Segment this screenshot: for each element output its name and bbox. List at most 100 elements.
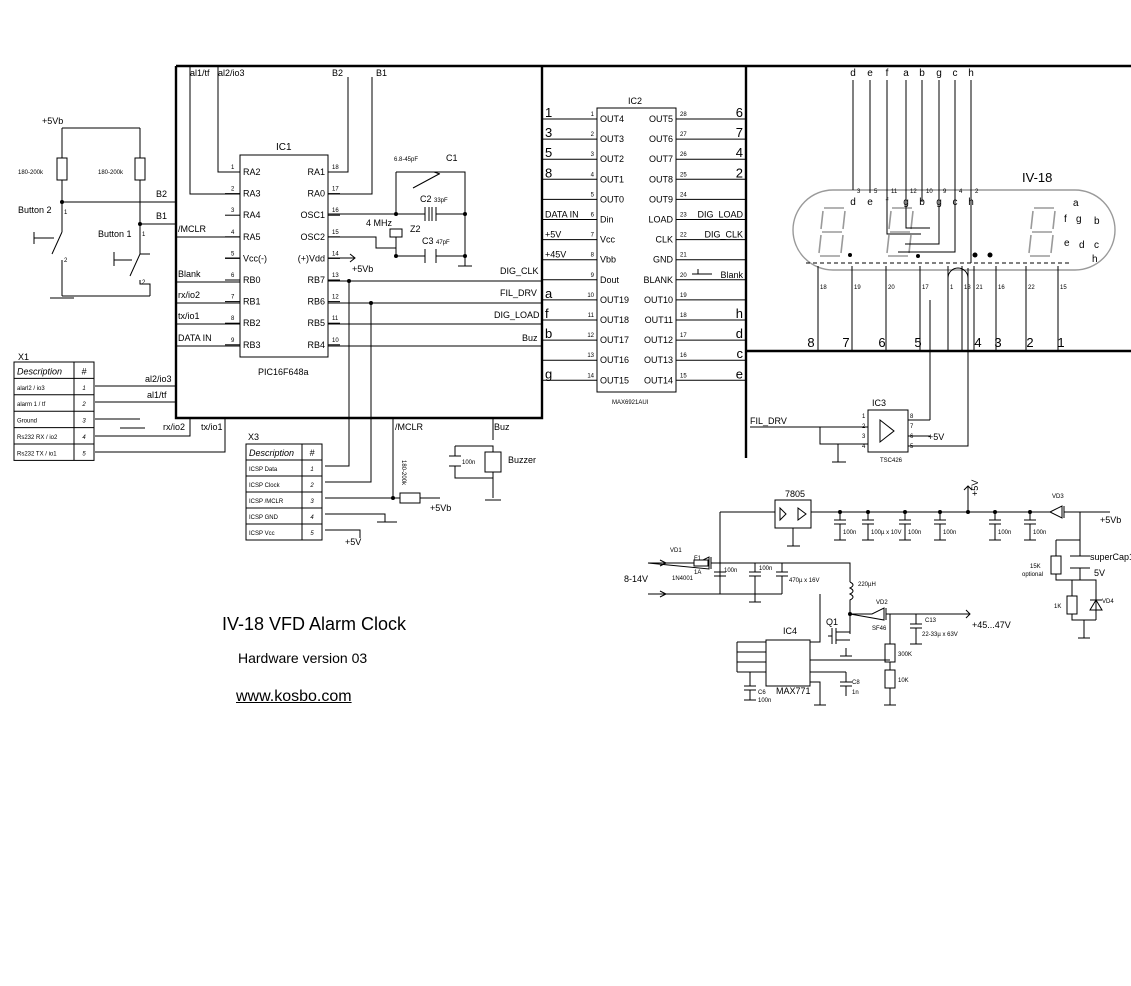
ic2-pin-num: 21 bbox=[680, 253, 687, 259]
ic1-part: PIC16F648a bbox=[258, 367, 309, 377]
tube-pin-bottom: 15 bbox=[1060, 285, 1067, 291]
ic2-pin-name: OUT11 bbox=[645, 315, 673, 325]
ic2-pin-name: OUT18 bbox=[600, 315, 629, 325]
ic2-pin-name: OUT4 bbox=[600, 114, 624, 124]
ic1-pin-num: 4 bbox=[231, 230, 235, 236]
tube-pin-bottom: 21 bbox=[976, 285, 983, 291]
ic1-pin-num: 3 bbox=[231, 208, 235, 214]
ic2-pin-name: OUT19 bbox=[600, 295, 629, 305]
tube-pin-bottom: 19 bbox=[854, 285, 861, 291]
reg-ref: 7805 bbox=[785, 489, 805, 499]
ic2-pin-net: DATA IN bbox=[545, 210, 579, 220]
r-1k: 1K bbox=[1054, 604, 1061, 610]
table-cell-desc: Ground bbox=[17, 419, 37, 425]
fuse-val: 1A bbox=[694, 570, 701, 576]
crystal-ref: Z2 bbox=[410, 224, 421, 234]
net-b2: B2 bbox=[156, 189, 167, 199]
reg-body bbox=[774, 499, 812, 529]
tube-pin-bottom: 18 bbox=[820, 285, 827, 291]
tube-right-seg: h bbox=[1092, 254, 1098, 265]
net-b1: B1 bbox=[156, 211, 167, 221]
vd2: VD2 bbox=[876, 600, 888, 606]
ic1-pin-name: RA2 bbox=[243, 167, 261, 177]
ic2-pin-name: OUT5 bbox=[649, 114, 673, 124]
tube-segment bbox=[840, 234, 844, 254]
net-dig-clk: DIG_CLK bbox=[500, 266, 539, 276]
reg-cap-value: 100µ x 10V bbox=[871, 530, 901, 536]
net-mclr: /MCLR bbox=[178, 224, 207, 234]
table-header-num: # bbox=[309, 448, 315, 458]
tube-right-seg: b bbox=[1094, 216, 1100, 227]
c13-val: 22-33µ x 63V bbox=[922, 632, 958, 638]
ic2-pin-num: 2 bbox=[591, 132, 595, 138]
table-cell-num: 1 bbox=[82, 386, 85, 392]
ic2-pin-net: h bbox=[736, 306, 743, 321]
ic1-pin-name: RB1 bbox=[243, 297, 261, 307]
table-header-num: # bbox=[81, 366, 87, 376]
buzzer: Buz 100n Buzzer bbox=[449, 422, 536, 501]
button2-label: Button 2 bbox=[18, 205, 52, 215]
table-cell-desc: ICSP Vcc bbox=[249, 531, 275, 537]
ic1-pin-name: RB4 bbox=[307, 340, 325, 350]
ic4-ref: IC4 bbox=[783, 626, 797, 636]
table-header-desc: Description bbox=[249, 448, 294, 458]
ic2-pin-name: OUT2 bbox=[600, 154, 624, 164]
vd3: VD3 bbox=[1052, 494, 1064, 500]
inductor: 220µH bbox=[858, 582, 876, 588]
ic2-pin-net: Blank bbox=[720, 270, 743, 280]
tube-pin-top: 9 bbox=[943, 189, 947, 195]
ic2-pin-name: OUT16 bbox=[600, 355, 629, 365]
website-link[interactable]: www.kosbo.com bbox=[236, 688, 352, 705]
tube-seg-label: c bbox=[953, 68, 958, 79]
tube-dot bbox=[987, 252, 993, 258]
ic1-pin-name: RB3 bbox=[243, 340, 261, 350]
net-buz: Buz bbox=[522, 333, 538, 343]
c1-ref: C1 bbox=[446, 153, 458, 163]
frame bbox=[174, 64, 1131, 458]
x1-net5: tx/io1 bbox=[201, 422, 223, 432]
tube-dot bbox=[848, 253, 852, 257]
tube-pin-bottom: 17 bbox=[922, 285, 929, 291]
ic2-pin-num: 20 bbox=[680, 273, 687, 279]
ic2-pin-net: DIG_LOAD bbox=[697, 210, 743, 220]
c8-val: 1n bbox=[852, 690, 859, 696]
reg-cap-value: 100n bbox=[998, 530, 1011, 536]
ic2-pin-num: 6 bbox=[591, 213, 595, 219]
boost-in: 8-14V bbox=[624, 574, 648, 584]
ic2-pin-name: OUT6 bbox=[649, 134, 673, 144]
ic2-pin-num: 18 bbox=[680, 313, 687, 319]
tube-right-seg: f bbox=[1064, 214, 1067, 225]
net-al2: al2/io3 bbox=[218, 68, 245, 78]
buzzer-cap: 100n bbox=[462, 460, 475, 466]
ic2-pin-num: 14 bbox=[587, 373, 594, 379]
c6: C6 bbox=[758, 690, 766, 696]
table-cell-num: 2 bbox=[81, 402, 86, 408]
c8: C8 bbox=[852, 680, 860, 686]
ic2-part: MAX6921AUI bbox=[612, 400, 649, 406]
ic2-pin-num: 9 bbox=[591, 273, 595, 279]
crystal-osc: 6.8-45pF C1 C2 33pF C3 47pF 4 MHz Z2 bbox=[328, 153, 472, 267]
boost-c1: 100n bbox=[724, 568, 737, 574]
table-cell-desc: ICSP GND bbox=[249, 515, 279, 521]
tube-inner-seg: b bbox=[919, 197, 925, 208]
net-b2-top: B2 bbox=[332, 68, 343, 78]
ic2-pin-net: f bbox=[545, 306, 549, 321]
x1-net4: rx/io2 bbox=[163, 422, 185, 432]
reg-cap-value: 100n bbox=[1033, 530, 1046, 536]
supercap: superCap1 bbox=[1090, 552, 1131, 562]
ic1-pin-num: 15 bbox=[332, 230, 339, 236]
ic2-pin-net: DIG_CLK bbox=[704, 230, 743, 240]
boost-c470: 470µ x 16V bbox=[789, 578, 819, 584]
boost-c2: 100n bbox=[759, 566, 772, 572]
ic2-pin-name: OUT10 bbox=[644, 295, 673, 305]
ic2-body bbox=[596, 107, 677, 393]
ic1-vdd-supply: +5Vb bbox=[352, 264, 373, 274]
ic2-pin-net: c bbox=[737, 346, 744, 361]
ic1-pin-num: 18 bbox=[332, 165, 339, 171]
ic1-pin-name: Vcc(-) bbox=[243, 253, 267, 263]
ic1-pin-num: 12 bbox=[332, 295, 339, 301]
ic2-pin-num: 3 bbox=[591, 152, 595, 158]
tube-segment bbox=[1030, 210, 1034, 230]
buz-net: Buz bbox=[494, 422, 510, 432]
